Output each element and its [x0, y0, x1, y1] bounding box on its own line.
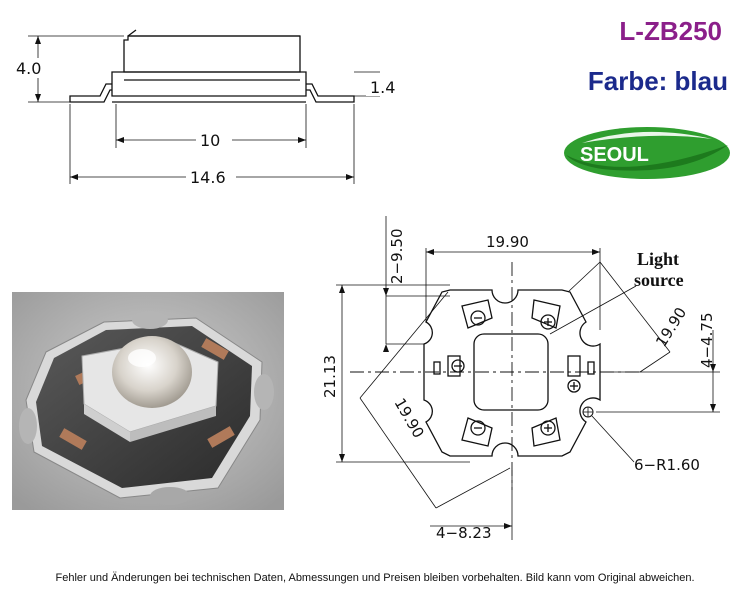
side-view-drawing [28, 29, 380, 184]
led-star-photo [12, 292, 284, 510]
top-view-labels: 19.90 2−9.50 21.13 19.90 4−4.75 19.90 6−… [321, 228, 716, 542]
dim-radius-label: 6−R1.60 [634, 456, 700, 474]
side-view-body [111, 71, 307, 97]
light-source-label-line1: Light [637, 249, 679, 269]
light-source-label-line2: source [634, 270, 684, 290]
star-outline [423, 289, 601, 457]
dim-body-label: 10 [200, 131, 220, 150]
disclaimer-text: Fehler und Änderungen bei technischen Da… [55, 572, 695, 584]
side-view-lead-right [306, 83, 355, 103]
dim-diag-left-label: 19.90 [391, 395, 428, 441]
dim-bottom-label: 4−8.23 [436, 524, 492, 542]
dim-height-label: 4.0 [16, 59, 41, 78]
dim-slot-label: 4−4.75 [698, 312, 716, 368]
product-code: L-ZB250 [619, 16, 722, 46]
dim-holes-spacing-label: 2−9.50 [388, 228, 406, 284]
top-view-drawing [336, 216, 720, 540]
seoul-logo: SEOUL [564, 127, 730, 179]
led-center-package [473, 333, 549, 411]
side-view-labels: 4.0 1.4 10 14.6 [14, 58, 400, 187]
side-view-lead-left [69, 83, 112, 103]
pad-top-left [461, 299, 493, 329]
dim-diag-right-label: 19.90 [652, 304, 690, 350]
dim-total-label: 14.6 [190, 168, 226, 187]
logo-text: SEOUL [580, 144, 649, 166]
dim-height-21-label: 21.13 [321, 355, 339, 398]
pad-top-right [531, 299, 561, 329]
color-label: Farbe: blau [587, 66, 728, 96]
dim-lead-label: 1.4 [370, 78, 395, 97]
dim-top-width-label: 19.90 [486, 233, 529, 251]
